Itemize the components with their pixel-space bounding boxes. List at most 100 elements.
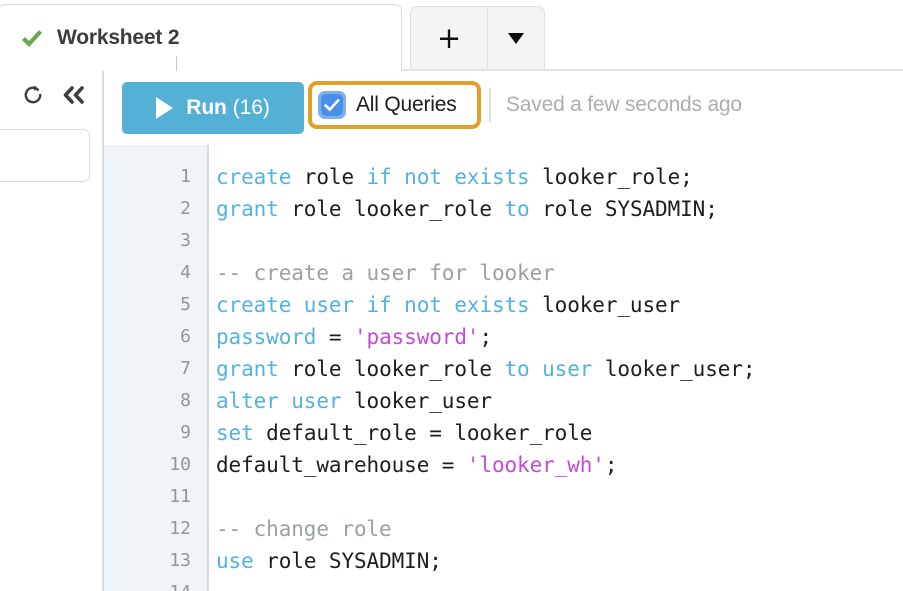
code-token: -- create a user for looker xyxy=(216,261,555,285)
line-number: 14 xyxy=(104,577,191,591)
editor-line[interactable]: 6 password = 'password'; xyxy=(104,321,903,353)
tab-label: Worksheet 2 xyxy=(57,26,180,49)
line-code: alter user looker_user xyxy=(216,385,492,417)
line-number: 5 xyxy=(180,294,191,315)
code-token: -- change role xyxy=(216,517,392,541)
left-panel-divider xyxy=(102,62,104,591)
line-code: password = 'password'; xyxy=(216,321,492,353)
code-token: to xyxy=(504,197,530,221)
line-number: 9 xyxy=(180,422,191,443)
code-token: role looker_role xyxy=(278,197,505,221)
worksheet-menu-button[interactable] xyxy=(488,6,545,69)
editor-line[interactable]: 8 alter user looker_user xyxy=(104,385,903,417)
code-token: create user if not exists xyxy=(216,293,530,317)
checkmark-icon xyxy=(324,99,340,111)
line-number: 11 xyxy=(169,486,191,507)
tab-actions-group: + xyxy=(410,6,545,69)
code-token: ; xyxy=(604,453,618,477)
plus-icon: + xyxy=(436,20,462,55)
editor-gutter xyxy=(104,145,207,591)
line-number: 12 xyxy=(169,518,191,539)
line-code: -- create a user for looker xyxy=(216,257,555,289)
code-token: default_role = looker_role xyxy=(253,421,593,445)
run-button-count: (16) xyxy=(232,96,270,119)
code-token: role xyxy=(291,165,367,189)
tab-bar-underline xyxy=(0,69,903,71)
all-queries-label: All Queries xyxy=(356,93,457,116)
code-token: looker_user xyxy=(529,293,681,317)
code-token: alter user xyxy=(216,389,342,413)
line-number: 7 xyxy=(180,358,191,379)
toolbar-separator xyxy=(489,88,491,122)
editor-line[interactable]: 14 xyxy=(104,577,903,591)
code-token: role looker_role xyxy=(278,357,505,381)
code-token: looker_role; xyxy=(529,165,693,189)
code-token: looker_user xyxy=(341,389,492,413)
all-queries-checkbox[interactable]: All Queries xyxy=(318,90,457,120)
editor-line[interactable]: 5 create user if not exists looker_user xyxy=(104,289,903,321)
check-icon xyxy=(22,30,43,48)
code-token: grant xyxy=(216,197,279,221)
line-code: default_warehouse = 'looker_wh'; xyxy=(216,449,618,481)
tab-rename-cursor xyxy=(176,56,177,71)
editor-line[interactable]: 10 default_warehouse = 'looker_wh'; xyxy=(104,449,903,481)
code-token: role SYSADMIN; xyxy=(253,549,442,573)
play-icon xyxy=(156,97,174,119)
left-panel-actions xyxy=(22,84,87,106)
line-number: 13 xyxy=(169,550,191,571)
line-number: 2 xyxy=(180,198,191,219)
left-panel-search-input[interactable] xyxy=(0,129,90,182)
code-token: create xyxy=(216,165,292,189)
line-number: 8 xyxy=(180,390,191,411)
code-token: set xyxy=(216,421,254,445)
refresh-icon[interactable] xyxy=(22,84,44,106)
line-number: 6 xyxy=(180,326,191,347)
line-number: 1 xyxy=(180,166,191,187)
editor-line[interactable]: 13 use role SYSADMIN; xyxy=(104,545,903,577)
line-number: 4 xyxy=(180,262,191,283)
new-worksheet-button[interactable]: + xyxy=(410,6,488,69)
code-token: = xyxy=(316,325,354,349)
code-token: default_warehouse = xyxy=(216,453,467,477)
worksheet-tab-bar: Worksheet 2 + xyxy=(0,0,903,71)
code-token: grant xyxy=(216,357,279,381)
editor-line[interactable]: 11 xyxy=(104,481,903,513)
line-code: -- change role xyxy=(216,513,392,545)
line-code: use role SYSADMIN; xyxy=(216,545,442,577)
line-code: set default_role = looker_role xyxy=(216,417,592,449)
editor-line[interactable]: 1 create role if not exists looker_role; xyxy=(104,161,903,193)
editor-line[interactable]: 3 xyxy=(104,225,903,257)
line-code: grant role looker_role to user looker_us… xyxy=(216,353,755,385)
run-button-text: Run xyxy=(186,96,227,119)
worksheet-toolbar: Run(16) All Queries Saved a few seconds … xyxy=(104,71,903,145)
editor-line[interactable]: 4 -- create a user for looker xyxy=(104,257,903,289)
editor-line[interactable]: 12 -- change role xyxy=(104,513,903,545)
editor-line[interactable]: 2 grant role looker_role to role SYSADMIN… xyxy=(104,193,903,225)
saved-status: Saved a few seconds ago xyxy=(506,93,742,116)
run-button[interactable]: Run(16) xyxy=(122,82,304,134)
tab-worksheet-2[interactable]: Worksheet 2 xyxy=(0,4,402,71)
code-token: role SYSADMIN; xyxy=(529,197,718,221)
editor-line[interactable]: 9 set default_role = looker_role xyxy=(104,417,903,449)
editor-line[interactable]: 7 grant role looker_role to user looker_u… xyxy=(104,353,903,385)
double-chevron-left-icon[interactable] xyxy=(61,85,87,105)
code-token: 'password' xyxy=(354,325,480,349)
left-panel xyxy=(0,71,103,591)
line-code: create role if not exists looker_role; xyxy=(216,161,693,193)
chevron-down-icon xyxy=(508,32,524,44)
editor-gutter-border xyxy=(207,145,209,591)
code-token: looker_user; xyxy=(592,357,756,381)
line-number: 3 xyxy=(180,230,191,251)
checkbox-box xyxy=(318,91,346,119)
code-token: ; xyxy=(479,325,492,349)
code-token: to user xyxy=(504,357,593,381)
line-number: 10 xyxy=(169,454,191,475)
line-code: create user if not exists looker_user xyxy=(216,289,680,321)
code-token: if not exists xyxy=(366,165,530,189)
code-token: use xyxy=(216,549,254,573)
line-code: grant role looker_role to role SYSADMIN; xyxy=(216,193,718,225)
code-token: 'looker_wh' xyxy=(466,453,605,477)
